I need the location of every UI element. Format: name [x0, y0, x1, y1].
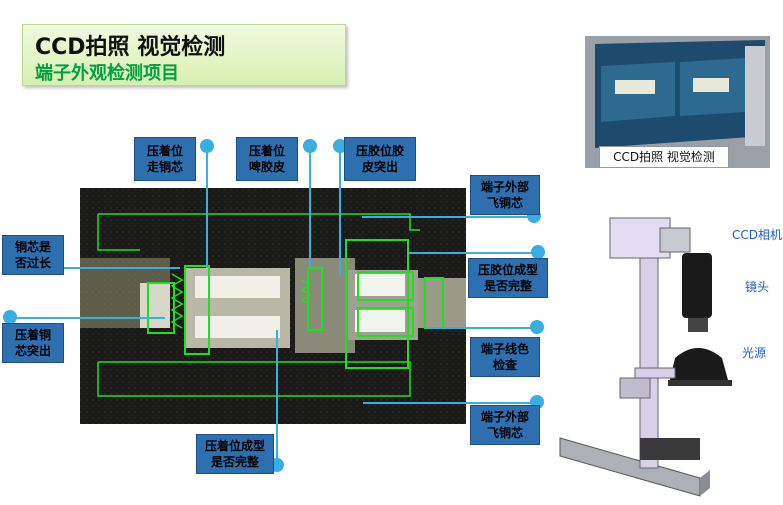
label-copper-too-long: 铜芯是 否过长 — [2, 235, 64, 275]
connector-line — [427, 327, 537, 329]
machine-drawing — [559, 217, 732, 497]
terminal-photo-drawing — [80, 188, 466, 424]
page-subtitle: 端子外观检测项目 — [35, 63, 179, 84]
ccd-machine-illustration: CCD相机 镜头 光源 — [550, 208, 783, 501]
page-title: CCD拍照 视觉检测 — [35, 35, 226, 60]
connector-line — [10, 317, 165, 319]
machine-label-lens: 镜头 — [745, 280, 770, 294]
connector-line — [10, 267, 180, 269]
label-crimp-form: 压着位成型 是否完整 — [196, 434, 274, 474]
connector-dot — [303, 139, 317, 153]
label-crimp-protrude: 压着铜 芯突出 — [2, 323, 64, 363]
label-insulation-form: 压胶位成型 是否完整 — [468, 258, 548, 298]
machine-label-camera: CCD相机 — [732, 228, 782, 242]
connector-line — [276, 330, 278, 465]
label-crimp-skin: 压着位 啤胶皮 — [236, 137, 298, 181]
connector-line — [408, 252, 536, 254]
connector-line — [362, 216, 534, 218]
terminal-inspection-image — [80, 188, 466, 424]
connector-dot — [333, 139, 347, 153]
label-insulation-skin: 压胶位胶 皮突出 — [344, 137, 416, 181]
connector-line — [206, 146, 208, 268]
connector-line — [363, 402, 531, 404]
label-fly-copper-bottom: 端子外部 飞铜芯 — [470, 405, 540, 445]
connector-dot — [3, 310, 17, 324]
label-wire-color: 端子线色 检查 — [470, 337, 540, 377]
label-crimp-copper: 压着位 走铜芯 — [134, 137, 196, 181]
connector-line — [339, 146, 341, 276]
connector-dot — [530, 320, 544, 334]
label-fly-copper-top: 端子外部 飞铜芯 — [470, 175, 540, 215]
connector-dot — [200, 139, 214, 153]
machine-label-light: 光源 — [742, 346, 767, 360]
connector-line — [309, 146, 311, 268]
title-box: CCD拍照 视觉检测 端子外观检测项目 — [22, 24, 346, 86]
connector-dot — [531, 245, 545, 259]
monitor-caption: CCD拍照 视觉检测 — [599, 146, 729, 168]
